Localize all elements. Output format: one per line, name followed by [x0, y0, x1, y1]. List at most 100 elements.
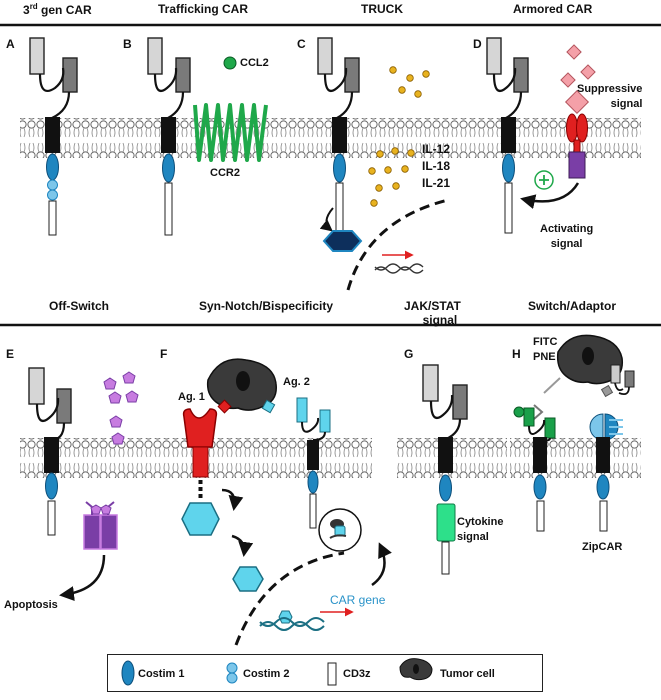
legend: Costim 1 Costim 2 CD3z Tumor cell — [107, 654, 543, 692]
label-activating-2: signal — [550, 238, 583, 251]
legend-cd3z: CD3z — [343, 655, 371, 693]
car-receptor-c — [317, 37, 360, 234]
label-zipcar: ZipCAR — [582, 541, 623, 553]
panel-letter-h: H — [512, 347, 521, 361]
title-d: Armored CAR — [513, 2, 593, 16]
signal-arrow-c — [319, 207, 334, 232]
label-activating-1: Activating — [540, 223, 594, 235]
antigen-h — [600, 384, 614, 398]
label-suppressive-1: Suppressive — [577, 83, 643, 95]
title-a: 3rd gen CAR — [23, 2, 92, 17]
costim-2-domain — [47, 179, 58, 191]
panel-letter-e: E — [6, 347, 15, 361]
label-il18: IL-18 — [422, 158, 451, 173]
membrane-top — [20, 118, 641, 158]
legend-costim1-label: Costim 1 — [138, 668, 185, 680]
cytokine-dots-c — [368, 66, 430, 207]
ccl2-chemokine — [223, 56, 237, 70]
panel-letter-c: C — [297, 37, 306, 51]
suicide-switch-e — [83, 501, 118, 550]
car-receptor-b — [147, 37, 191, 236]
tumor-cell-h — [556, 334, 624, 385]
off-switch-drug-pentagons — [103, 371, 139, 445]
legend-tumor: Tumor cell — [440, 655, 495, 693]
apoptosis-arrow-e — [59, 554, 106, 602]
fitc-tag — [513, 406, 525, 418]
legend-costim2-icon — [226, 662, 238, 684]
title-g-line1: JAK/STAT — [404, 299, 461, 313]
tf-hexagon-f2 — [232, 566, 264, 592]
plus-sign-d — [534, 170, 554, 190]
legend-costim2-label: Costim 2 — [243, 668, 290, 680]
arrow-f2 — [231, 534, 254, 557]
label-il21: IL-21 — [422, 175, 451, 190]
panel-letter-f: F — [160, 347, 168, 361]
panel-letter-a: A — [6, 37, 15, 51]
legend-costim1: Costim 1 — [138, 655, 184, 693]
label-ccr2: CCR2 — [210, 167, 240, 179]
suppressive-ligands — [560, 44, 596, 115]
cytokine-signal-domain — [436, 503, 456, 542]
title-g: JAK/STAT signal — [404, 299, 461, 327]
panel-letter-g: G — [404, 347, 414, 361]
title-g-line2: signal — [422, 313, 458, 327]
label-pne: PNE — [533, 351, 556, 364]
zipcar-receptor — [589, 364, 635, 532]
legend-cd3z-icon — [327, 662, 337, 686]
panel-letter-b: B — [123, 37, 132, 51]
dna-c — [374, 263, 424, 274]
dna-f — [259, 617, 325, 631]
antigen-1 — [217, 399, 232, 414]
activating-arrow-d — [520, 182, 580, 209]
antigen-2 — [261, 399, 276, 414]
label-cytokine-signal: Cytokine signal — [457, 515, 503, 546]
car-receptor-h1 — [523, 407, 556, 532]
car-receptor-d — [486, 37, 529, 234]
label-apoptosis: Apoptosis — [4, 599, 58, 611]
car-receptor-a — [29, 37, 78, 236]
label-cytokine-1: Cytokine — [457, 516, 504, 528]
legend-costim1-icon — [121, 660, 135, 686]
legend-cd3z-label: CD3z — [343, 668, 371, 680]
panel-letter-d: D — [473, 37, 482, 51]
nucleus-boundary-f — [234, 551, 345, 646]
label-activating: Activating signal — [540, 222, 593, 253]
title-e: Off-Switch — [49, 299, 109, 313]
label-ccl2: CCL2 — [240, 57, 269, 69]
title-h: Switch/Adaptor — [528, 299, 617, 313]
adaptor-stalk-h — [543, 377, 561, 394]
label-suppressive-2: signal — [610, 98, 643, 111]
title-f: Syn-Notch/Bispecificity — [199, 299, 334, 313]
label-ag2: Ag. 2 — [283, 376, 310, 388]
label-cytokines: IL-12 IL-18 IL-21 — [422, 141, 450, 191]
plus-glyph-d — [539, 175, 549, 185]
legend-tumor-icon — [399, 658, 433, 681]
ribosome-icon — [329, 519, 347, 539]
synnotch-receptor-f — [181, 408, 220, 536]
arrow-f1 — [221, 488, 244, 511]
costim-1-domain — [46, 153, 59, 181]
legend-tumor-label: Tumor cell — [440, 668, 495, 680]
arrow-f3 — [371, 542, 392, 587]
released-tf-f — [181, 502, 220, 536]
label-cytokine-2: signal — [457, 531, 489, 544]
ccr2-receptor — [193, 103, 268, 162]
label-il12: IL-12 — [422, 142, 451, 156]
nucleus-boundary-c — [346, 198, 449, 291]
car-receptor-e — [28, 367, 72, 536]
cd3z-domain — [48, 200, 57, 236]
label-car-gene: CAR gene — [330, 593, 386, 607]
armored-receptor-d — [566, 113, 588, 179]
label-suppressive: Suppressive signal — [577, 82, 642, 113]
label-fitc-pne: FITC PNE — [533, 335, 557, 366]
label-fitc: FITC — [533, 336, 558, 348]
legend-costim2: Costim 2 — [243, 655, 289, 693]
car-receptor-f — [296, 397, 331, 529]
car-receptor-g — [422, 364, 468, 575]
membrane-bottom-h — [510, 438, 641, 478]
transcription-factor-c — [322, 230, 363, 252]
title-b: Trafficking CAR — [158, 2, 249, 16]
label-ag1: Ag. 1 — [178, 391, 205, 403]
title-c: TRUCK — [361, 2, 403, 16]
